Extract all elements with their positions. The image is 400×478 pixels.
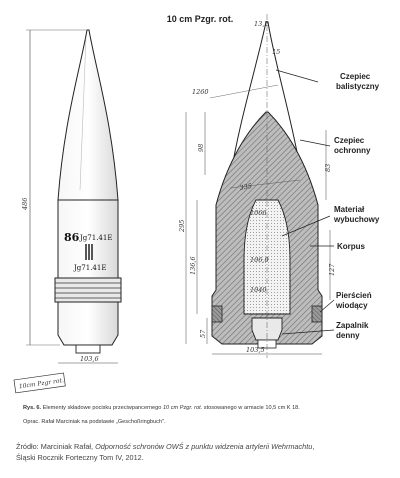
label-zapalnik-denny: Zapalnik denny [336,321,369,340]
svg-text:13,2: 13,2 [254,20,268,28]
figure-title: 10 cm Pzgr. rot. [166,14,234,24]
leader-lines [275,69,335,335]
figure-caption-credit: Oprac. Rafał Marciniak na podstawie „Ges… [23,419,166,425]
svg-text:98: 98 [197,144,205,152]
exterior-base [57,301,119,346]
exterior-view: 86 Jg71.41E Jg71.41E 486 103,6 [13,29,122,394]
svg-text:denny: denny [336,331,360,340]
svg-text:Czepiec: Czepiec [334,136,365,145]
svg-text:ochronny: ochronny [334,146,371,155]
marking-caliber: 86 [64,231,80,244]
section-dimensions: 13,2 15 1260 98 83 335 295 1066 136,6 10… [178,20,336,355]
stamp: 10cm Pzgr rot. [13,372,66,394]
svg-text:335: 335 [239,182,253,192]
svg-text:1260: 1260 [192,88,209,96]
svg-text:106,0: 106,0 [250,256,269,264]
svg-text:Pierścień: Pierścień [336,291,372,300]
section-view: 13,2 15 1260 98 83 335 295 1066 136,6 10… [178,14,380,358]
label-pierscien-wiodacy: Pierścień wiodący [335,291,372,310]
svg-text:Czepiec: Czepiec [340,72,371,81]
source-citation-line2: Śląski Rocznik Forteczny Tom IV, 2012. [16,453,144,462]
figure-caption: Rys. 6. Elementy składowe pocisku przeci… [23,405,300,411]
svg-text:295: 295 [178,220,186,233]
svg-text:103,6: 103,6 [80,355,99,363]
svg-text:wiodący: wiodący [335,301,368,310]
svg-text:1066: 1066 [250,209,267,217]
label-material-wybuchowy: Materiał wybuchowy [333,205,380,224]
svg-text:1040: 1040 [250,286,267,294]
svg-text:Materiał: Materiał [334,205,365,214]
dim-base-width: 103,6 [58,355,118,364]
svg-text:136,6: 136,6 [189,256,197,275]
label-korpus: Korpus [337,242,366,251]
svg-text:Zapalnik: Zapalnik [336,321,369,330]
svg-text:15: 15 [272,48,280,56]
marking-code-2: Jg71.41E [73,264,106,272]
exterior-driving-band [54,277,122,303]
svg-text:127: 127 [328,263,336,276]
svg-text:486: 486 [21,198,29,211]
svg-text:57: 57 [199,329,207,338]
svg-text:wybuchowy: wybuchowy [333,215,380,224]
svg-text:balistyczny: balistyczny [336,82,380,91]
source-citation: Źródło: Marciniak Rafał, Odporność schro… [16,442,315,451]
exterior-ballistic-cap [57,29,119,201]
marking-code-1: Jg71.41E [79,234,112,242]
label-czepiec-ochronny: Czepiec ochronny [334,136,371,155]
marking-stripes [85,244,93,260]
section-base-fuze [251,317,283,341]
section-driving-band [211,305,323,323]
label-czepiec-balistyczny: Czepiec balistyczny [336,72,380,91]
dim-overall-length: 486 [21,29,86,346]
exterior-body [57,199,119,279]
svg-text:103,5: 103,5 [246,346,265,354]
svg-text:83: 83 [324,164,332,172]
